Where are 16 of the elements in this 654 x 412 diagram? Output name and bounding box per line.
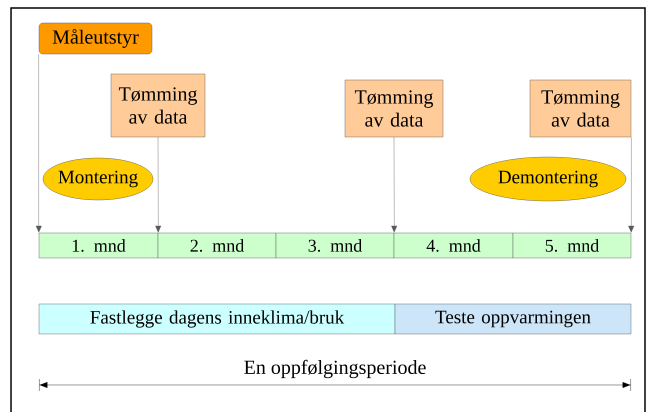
arrow — [391, 137, 398, 232]
event-box: Tømming av data — [110, 74, 206, 138]
month-cell: 3. mnd — [276, 232, 394, 258]
arrow — [36, 54, 42, 232]
phase-bar: Fastlegge dagens inneklima/bruk — [38, 304, 396, 334]
arrow — [155, 137, 162, 232]
event-box: Tømming av data — [530, 80, 632, 138]
dimension-label: En oppfølgingsperiode — [244, 360, 426, 378]
month-cell: 2. mnd — [158, 232, 276, 258]
equipment-box: Måleutstyr — [38, 22, 152, 54]
month-cell: 5. mnd — [512, 232, 632, 258]
arrow — [628, 137, 634, 232]
phase-bar: Teste oppvarmingen — [394, 304, 632, 334]
month-cell: 4. mnd — [394, 232, 514, 258]
month-cell: 1. mnd — [38, 232, 158, 258]
event-box: Tømming av data — [344, 80, 444, 138]
